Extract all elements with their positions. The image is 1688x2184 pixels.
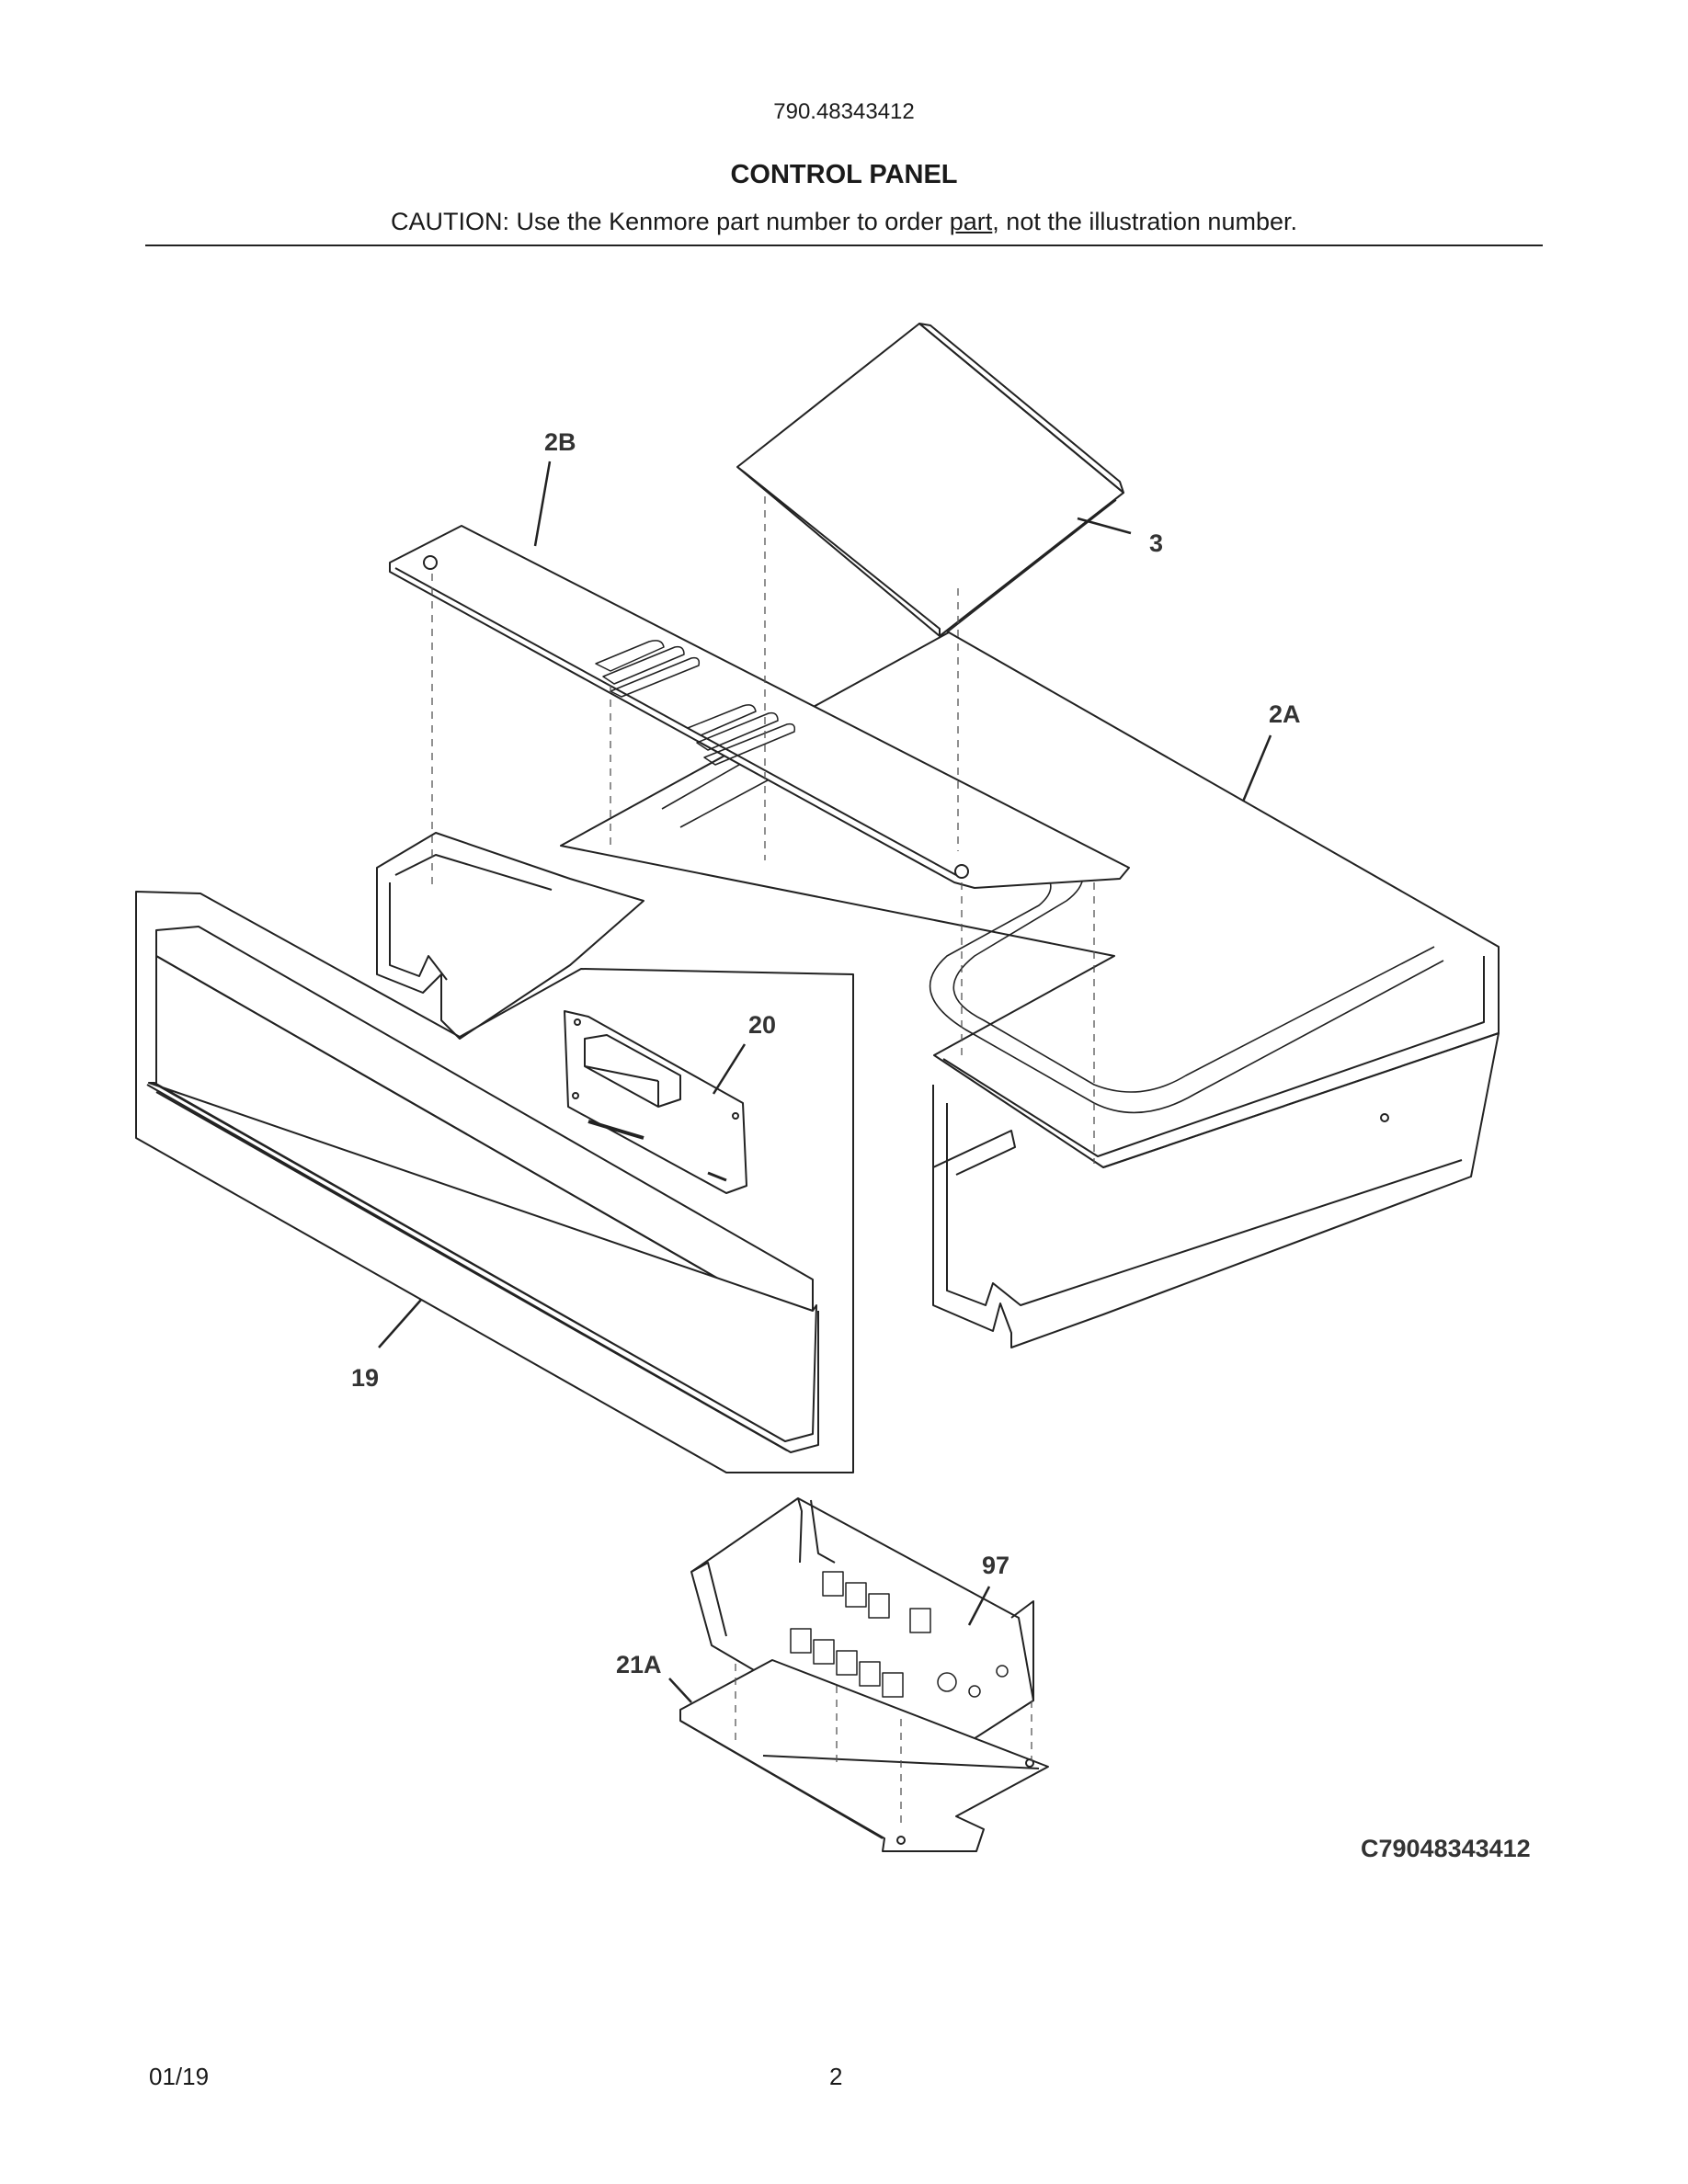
callout-21a: 21A bbox=[616, 1651, 662, 1678]
part-97-control-module bbox=[690, 1497, 1034, 1771]
part-19-inset bbox=[135, 891, 854, 1473]
part-3-cover-plate bbox=[736, 323, 1124, 637]
model-number: 790.48343412 bbox=[773, 99, 915, 124]
callout-2b: 2B bbox=[544, 428, 576, 456]
callout-19: 19 bbox=[351, 1364, 380, 1392]
header-rule bbox=[145, 245, 1543, 246]
side-bracket bbox=[376, 832, 644, 1040]
callout-20: 20 bbox=[748, 1011, 777, 1039]
part-20-circuit-board bbox=[564, 1010, 747, 1194]
part-21a-mounting-plate bbox=[679, 1659, 1049, 1852]
part-2b-bracket bbox=[389, 525, 1130, 889]
caution-text-start: CAUTION: Use the Kenmore part number to … bbox=[391, 208, 950, 235]
caution-note: CAUTION: Use the Kenmore part number to … bbox=[0, 208, 1688, 236]
page-number: 2 bbox=[829, 2063, 843, 2090]
callout-97: 97 bbox=[982, 1552, 1010, 1579]
figure-code: C79048343412 bbox=[1361, 1835, 1531, 1862]
callout-2a: 2A bbox=[1269, 700, 1301, 728]
callout-3: 3 bbox=[1149, 529, 1164, 557]
caution-underlined-word: part bbox=[949, 208, 993, 235]
caution-text-end: , not the illustration number. bbox=[992, 208, 1297, 235]
footer-date: 01/19 bbox=[149, 2063, 210, 2090]
section-title: CONTROL PANEL bbox=[730, 160, 958, 189]
